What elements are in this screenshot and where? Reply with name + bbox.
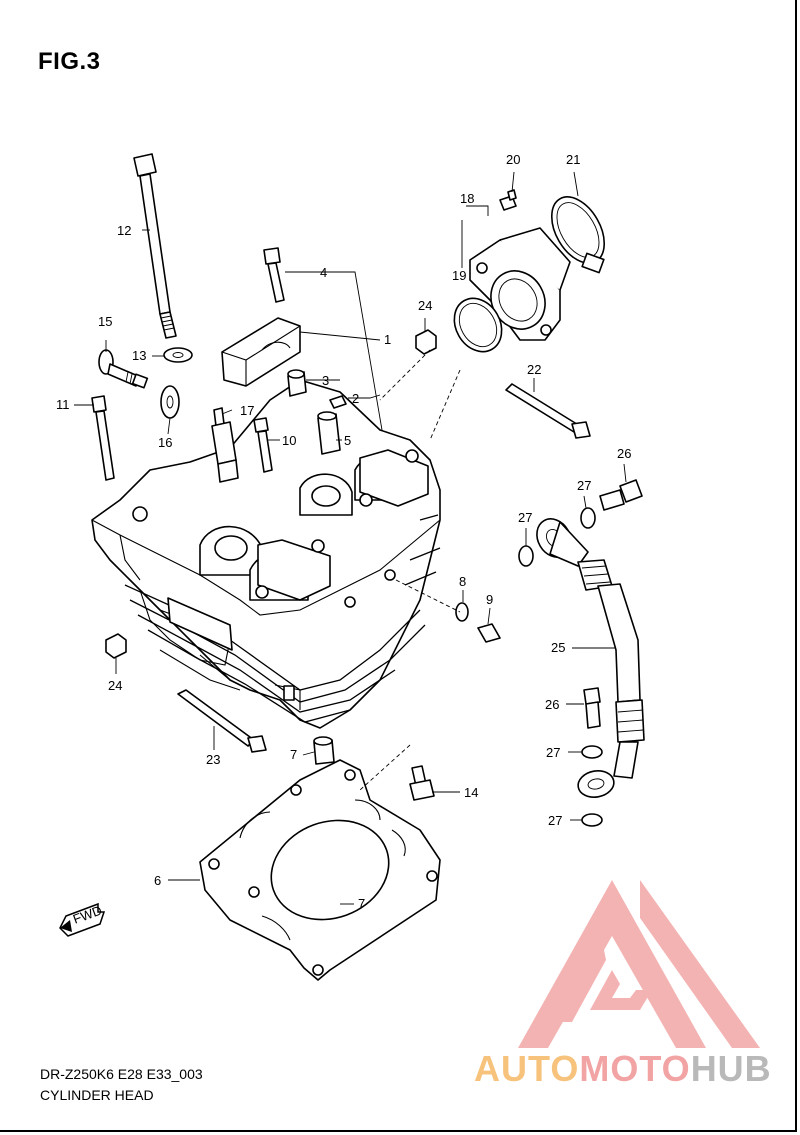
diagram-part-name: CYLINDER HEAD — [40, 1087, 154, 1103]
flange-bolt-part15 — [98, 349, 149, 389]
callout-9: 9 — [486, 592, 493, 607]
washer-part27-d — [581, 813, 603, 827]
union-bolt-part26-top — [599, 479, 643, 511]
intake-pipe — [469, 227, 571, 341]
watermark-auto: AUTO — [474, 1048, 580, 1089]
valve-guide-part5 — [317, 411, 341, 455]
screw-part20 — [499, 189, 517, 211]
watermark-moto: MOTO — [579, 1048, 691, 1089]
callout-2: 2 — [352, 391, 359, 406]
callout-15: 15 — [98, 314, 112, 329]
bolt-part10 — [253, 417, 273, 473]
bolt-part4 — [263, 247, 285, 303]
callout-11: 11 — [56, 397, 70, 412]
leader-lines — [74, 171, 627, 905]
washer-part8 — [455, 602, 469, 622]
spark-plug — [211, 407, 239, 483]
dowel-pin-part7-upper — [313, 736, 335, 765]
nut-part24-top — [415, 329, 437, 355]
callout-27-d: 27 — [548, 813, 562, 828]
callout-23: 23 — [206, 752, 220, 767]
cam-cap-block — [221, 317, 301, 387]
callout-25: 25 — [551, 640, 565, 655]
long-stud-bolt — [133, 153, 177, 339]
plug-bolt-part9 — [477, 623, 501, 643]
callout-17: 17 — [240, 403, 254, 418]
callout-7-upper: 7 — [290, 747, 297, 762]
callout-24-top: 24 — [418, 298, 432, 313]
callout-8: 8 — [459, 574, 466, 589]
callout-24-bottom: 24 — [108, 678, 122, 693]
bolt-part11 — [91, 395, 115, 481]
callout-21: 21 — [566, 152, 580, 167]
callout-13: 13 — [132, 348, 146, 363]
washer-part27-a — [580, 507, 596, 529]
small-pin-part2 — [329, 395, 347, 409]
callout-20: 20 — [506, 152, 520, 167]
callout-18: 18 — [460, 191, 474, 206]
bolt-part23 — [177, 689, 267, 753]
callout-27-a: 27 — [577, 478, 591, 493]
sealing-washer — [163, 347, 193, 363]
callout-12: 12 — [117, 223, 131, 238]
watermark-hub: HUB — [690, 1048, 772, 1089]
callout-26-top: 26 — [617, 446, 631, 461]
model-code: DR-Z250K6 E28 E33_003 — [40, 1066, 203, 1082]
callout-6: 6 — [154, 873, 161, 888]
hose-clamp — [550, 196, 606, 274]
callout-4: 4 — [320, 265, 327, 280]
bolt-part22 — [505, 383, 591, 439]
dowel-pin-part3 — [287, 369, 307, 397]
watermark-brand-text: AUTOMOTOHUB — [474, 1048, 772, 1090]
nut-part24-bottom — [105, 633, 127, 659]
callout-7-lower: 7 — [358, 896, 365, 911]
oil-hose — [536, 518, 645, 798]
figure-title: FIG.3 — [38, 48, 101, 75]
union-bolt-part26-bottom — [583, 687, 601, 729]
callout-19: 19 — [452, 268, 466, 283]
callout-numbers: 12 4 1 3 2 5 10 17 15 13 11 16 24 24 8 9… — [56, 152, 631, 911]
callout-22: 22 — [527, 362, 541, 377]
callout-27-b: 27 — [518, 510, 532, 525]
callout-10: 10 — [282, 433, 296, 448]
callout-3: 3 — [322, 373, 329, 388]
callout-26-bottom: 26 — [545, 697, 559, 712]
watermark-logo-icon — [518, 880, 760, 1048]
callout-5: 5 — [344, 433, 351, 448]
forward-direction-icon: FWD — [59, 903, 106, 937]
callout-14: 14 — [464, 785, 478, 800]
cylinder-head-gasket — [199, 759, 441, 981]
washer-part27-b — [518, 545, 534, 567]
callout-16: 16 — [158, 435, 172, 450]
washer-part27-c — [581, 745, 603, 759]
cylinder-head-body — [91, 379, 441, 729]
bolt-part14 — [409, 765, 435, 801]
callout-27-c: 27 — [546, 745, 560, 760]
washer-part16 — [160, 385, 180, 419]
callout-1: 1 — [384, 332, 391, 347]
